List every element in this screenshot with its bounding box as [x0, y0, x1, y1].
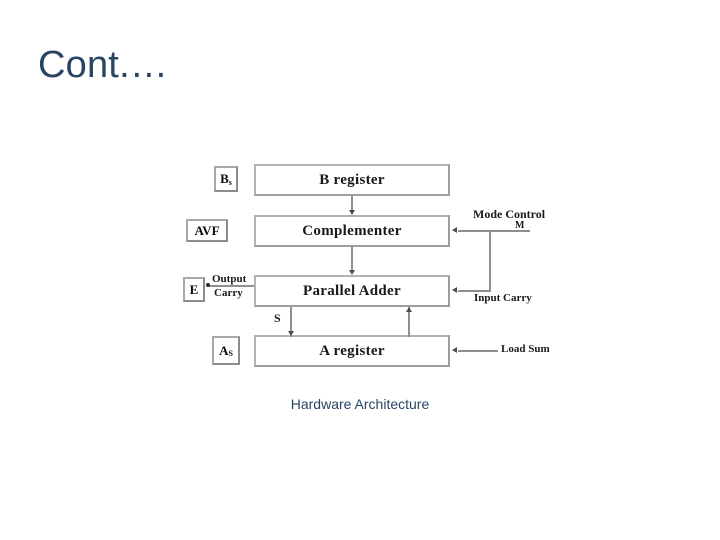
- page-title: Cont.…: [38, 44, 169, 86]
- label-output-carry-line2: Carry: [214, 287, 243, 299]
- block-b-register: B register: [254, 164, 450, 196]
- flag-box-e: E: [183, 277, 205, 302]
- flag-avf-main: AVF: [194, 222, 220, 238]
- block-a-register: A register: [254, 335, 450, 367]
- flag-box-avf: AVF: [186, 219, 228, 242]
- arrowhead-parallel-adder-a-in: [406, 307, 412, 312]
- block-complementer: Complementer: [254, 215, 450, 247]
- wire-output-carry: [207, 285, 254, 287]
- arrowhead-complementer-mode-in: [452, 227, 457, 233]
- label-load-sum: Load Sum: [501, 343, 550, 355]
- flag-bs-main: B: [220, 171, 229, 186]
- arrowhead-a-register-sum-in: [288, 331, 294, 336]
- flag-e-main: E: [189, 281, 199, 297]
- label-output-carry-line1: Output: [212, 273, 247, 285]
- arrowhead-parallel-adder-carry-in: [452, 287, 457, 293]
- label-mode-control-signal: M: [515, 220, 525, 231]
- wire-mode-control: [458, 230, 530, 232]
- flag-as-main: A: [219, 342, 229, 358]
- block-parallel-adder: Parallel Adder: [254, 275, 450, 307]
- wire-input-carry: [458, 290, 491, 292]
- arrowhead-complementer-in: [349, 210, 355, 215]
- connector-sum-to-a-register: [290, 307, 292, 337]
- arrowhead-parallel-adder-in: [349, 270, 355, 275]
- label-input-carry: Input Carry: [474, 292, 532, 304]
- label-sum-signal: S: [274, 311, 281, 325]
- flag-as-sub: S: [228, 349, 233, 358]
- figure-caption: Hardware Architecture: [290, 396, 430, 412]
- connector-complementer-to-parallel-adder: [351, 247, 353, 272]
- flag-bs-sub: s: [228, 177, 232, 187]
- wire-load-sum: [458, 350, 498, 352]
- label-mode-control: Mode Control: [473, 207, 546, 221]
- connector-a-register-to-parallel-adder: [408, 307, 410, 337]
- connector-b-register-to-complementer: [351, 196, 353, 212]
- junction-dot-output-carry: [206, 283, 210, 287]
- wire-mode-control-branch: [489, 230, 491, 292]
- arrowhead-a-register-load-in: [452, 347, 457, 353]
